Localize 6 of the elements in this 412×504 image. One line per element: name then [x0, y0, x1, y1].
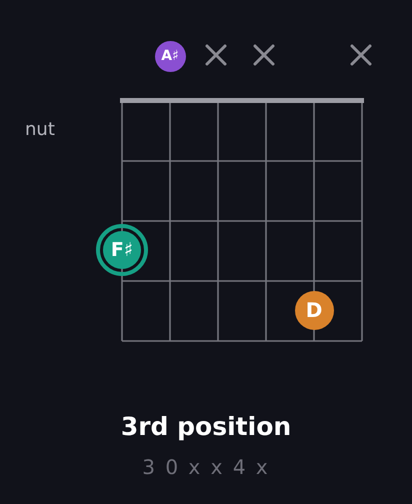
note-marker: D — [294, 290, 334, 330]
root-note-marker: F♯ — [96, 224, 148, 276]
nut-label: nut — [25, 119, 55, 140]
fingering-caption: 3 0 x x 4 x — [142, 455, 270, 479]
open-string-note: A♯ — [154, 40, 186, 72]
chord-title: 3rd position — [120, 412, 292, 441]
